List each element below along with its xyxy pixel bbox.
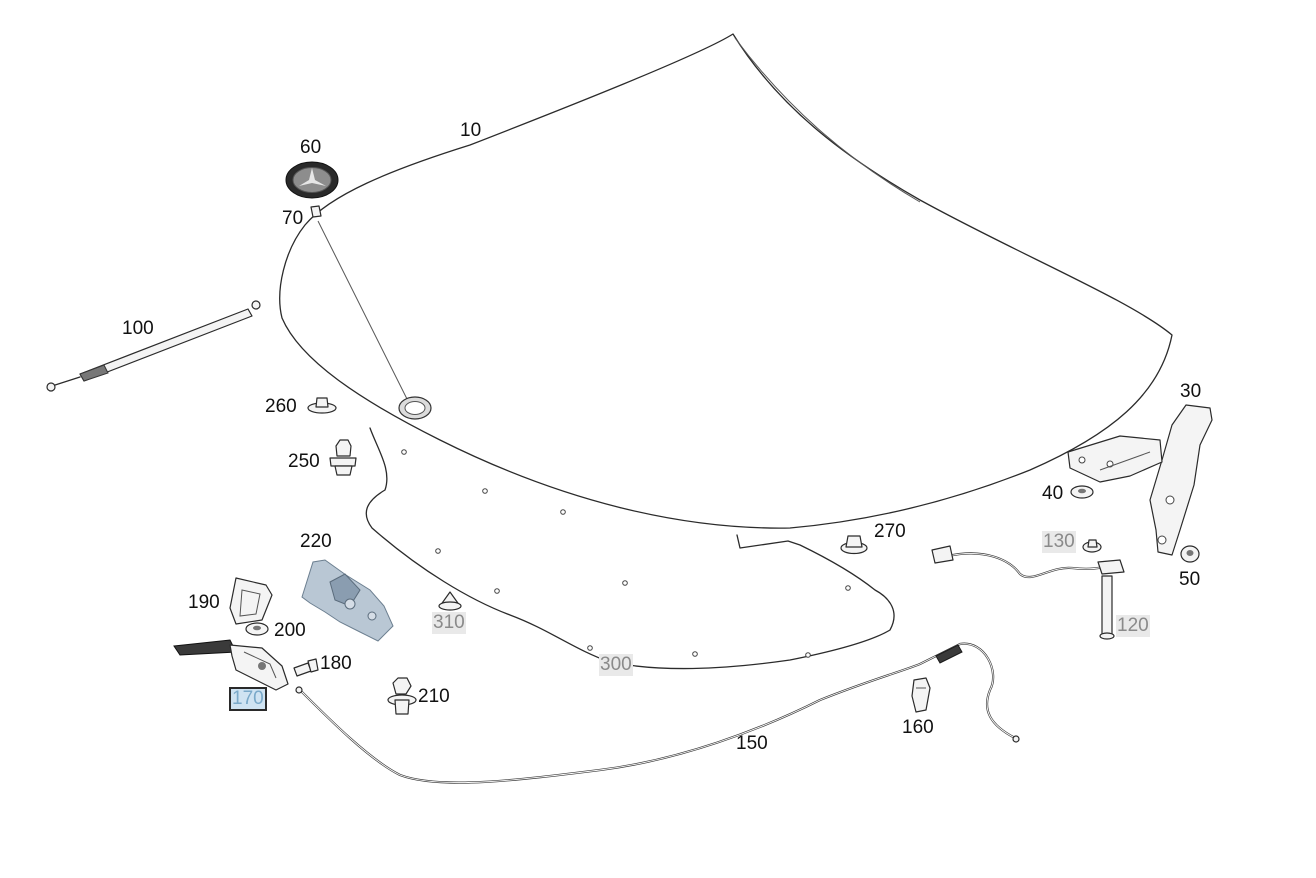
callout-120: 120 [1116, 615, 1150, 637]
gas-strut-icon [46, 300, 261, 392]
callout-270: 270 [874, 521, 906, 542]
emblem-seal-icon [310, 205, 432, 420]
hood-hinge-icon [1067, 404, 1213, 556]
push-pin-icon [387, 677, 417, 715]
bump-stop-icon [840, 535, 868, 555]
hood-sensor-icon [931, 545, 1125, 640]
hinge-nut-icon [1070, 485, 1094, 499]
release-lever-icon [173, 639, 289, 691]
flange-nut-icon [1180, 545, 1200, 563]
callout-220: 220 [300, 531, 332, 552]
callout-40: 40 [1042, 483, 1064, 504]
callout-210: 210 [418, 686, 450, 707]
callout-100: 100 [122, 318, 154, 339]
clip-fastener-icon [438, 591, 462, 611]
screw-icon [293, 658, 319, 677]
rubber-buffer-icon [307, 397, 337, 414]
callout-50: 50 [1179, 569, 1201, 590]
callout-170: 170 [229, 687, 267, 711]
callout-130: 130 [1042, 531, 1076, 553]
callout-190: 190 [188, 592, 220, 613]
release-cable-icon [295, 642, 1020, 784]
nut-icon [245, 622, 269, 636]
sensor-nut-icon [1082, 539, 1102, 553]
callout-30: 30 [1180, 381, 1202, 402]
callout-70: 70 [282, 208, 304, 229]
callout-10: 10 [460, 120, 482, 141]
hood-outline [279, 33, 1173, 529]
callout-250: 250 [288, 451, 320, 472]
mounting-bracket-icon [229, 577, 273, 625]
stop-bolt-icon [329, 439, 357, 476]
callout-200: 200 [274, 620, 306, 641]
callout-300: 300 [599, 654, 633, 676]
star-emblem-icon [285, 161, 339, 199]
callout-180: 180 [320, 653, 352, 674]
callout-150: 150 [736, 733, 768, 754]
hood-lock-icon [301, 559, 394, 642]
callout-260: 260 [265, 396, 297, 417]
callout-60: 60 [300, 137, 322, 158]
callout-310: 310 [432, 612, 466, 634]
callout-160: 160 [902, 717, 934, 738]
cable-holder-icon [911, 677, 931, 713]
